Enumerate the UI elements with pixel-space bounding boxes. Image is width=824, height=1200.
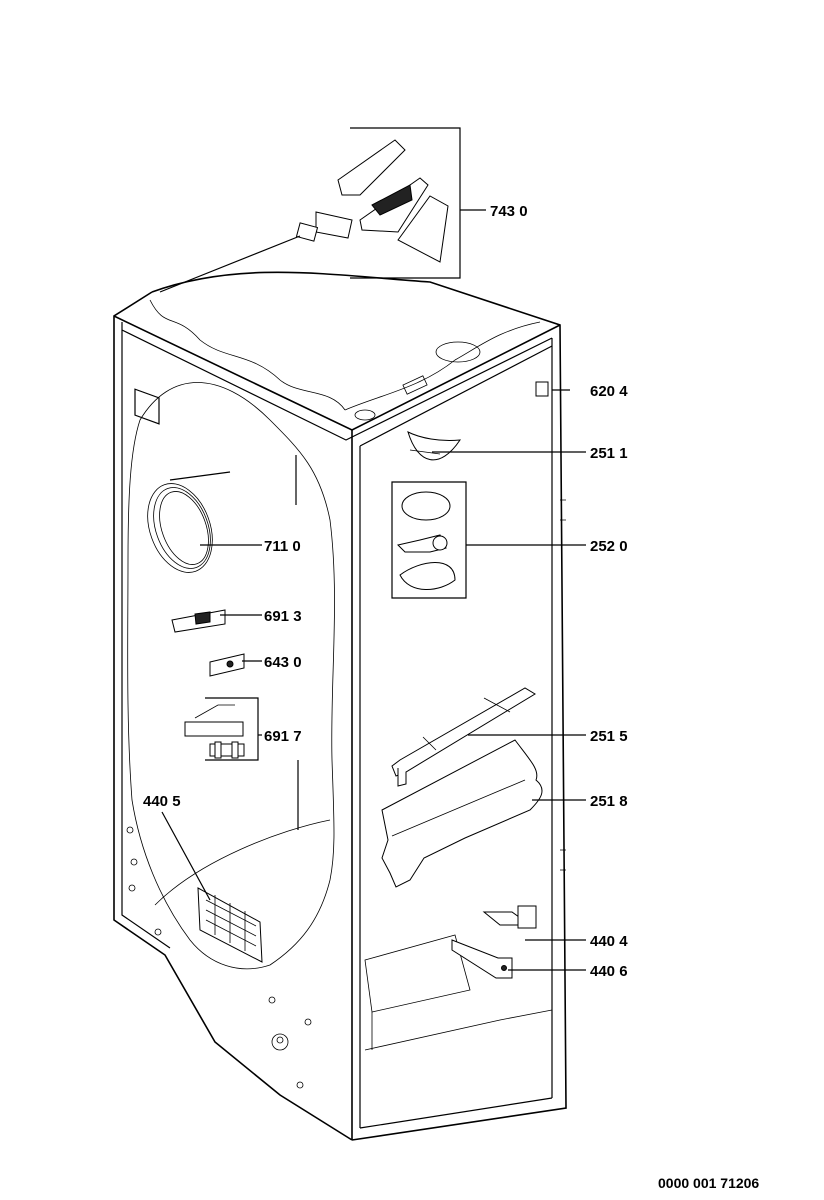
callout-643-0: 643 0 bbox=[264, 654, 302, 671]
part-top-assembly bbox=[159, 127, 461, 293]
part-lamp-cover bbox=[407, 431, 462, 461]
callout-251-8: 251 8 bbox=[590, 793, 628, 810]
part-door-switch bbox=[535, 381, 570, 397]
part-shelf-rail bbox=[391, 687, 536, 787]
document-id: 0000 001 71206 bbox=[658, 1175, 759, 1191]
part-thermostat bbox=[209, 653, 245, 677]
part-bracket-b bbox=[451, 939, 513, 979]
callout-691-7: 691 7 bbox=[264, 728, 302, 745]
callout-440-4: 440 4 bbox=[590, 933, 628, 950]
part-sensor-kit bbox=[184, 697, 259, 761]
part-bracket-a bbox=[482, 905, 537, 929]
callout-691-3: 691 3 bbox=[264, 608, 302, 625]
callout-743-0: 743 0 bbox=[490, 203, 528, 220]
callout-440-6: 440 6 bbox=[590, 963, 628, 980]
part-lamp-kit bbox=[391, 481, 467, 599]
callout-440-5: 440 5 bbox=[143, 793, 181, 810]
callout-251-1: 251 1 bbox=[590, 445, 628, 462]
callout-251-5: 251 5 bbox=[590, 728, 628, 745]
part-capillary-coil bbox=[147, 471, 231, 573]
part-evaporator bbox=[197, 887, 263, 963]
part-control-panel bbox=[171, 609, 226, 633]
callout-labels: 743 0 620 4 251 1 711 0 252 0 691 3 643 … bbox=[143, 203, 628, 980]
cabinet-body bbox=[113, 271, 567, 1141]
part-shroud bbox=[381, 739, 543, 888]
callout-620-4: 620 4 bbox=[590, 383, 628, 400]
leader-lines bbox=[161, 209, 586, 971]
callout-711-0: 711 0 bbox=[264, 538, 301, 555]
callout-252-0: 252 0 bbox=[590, 538, 628, 555]
